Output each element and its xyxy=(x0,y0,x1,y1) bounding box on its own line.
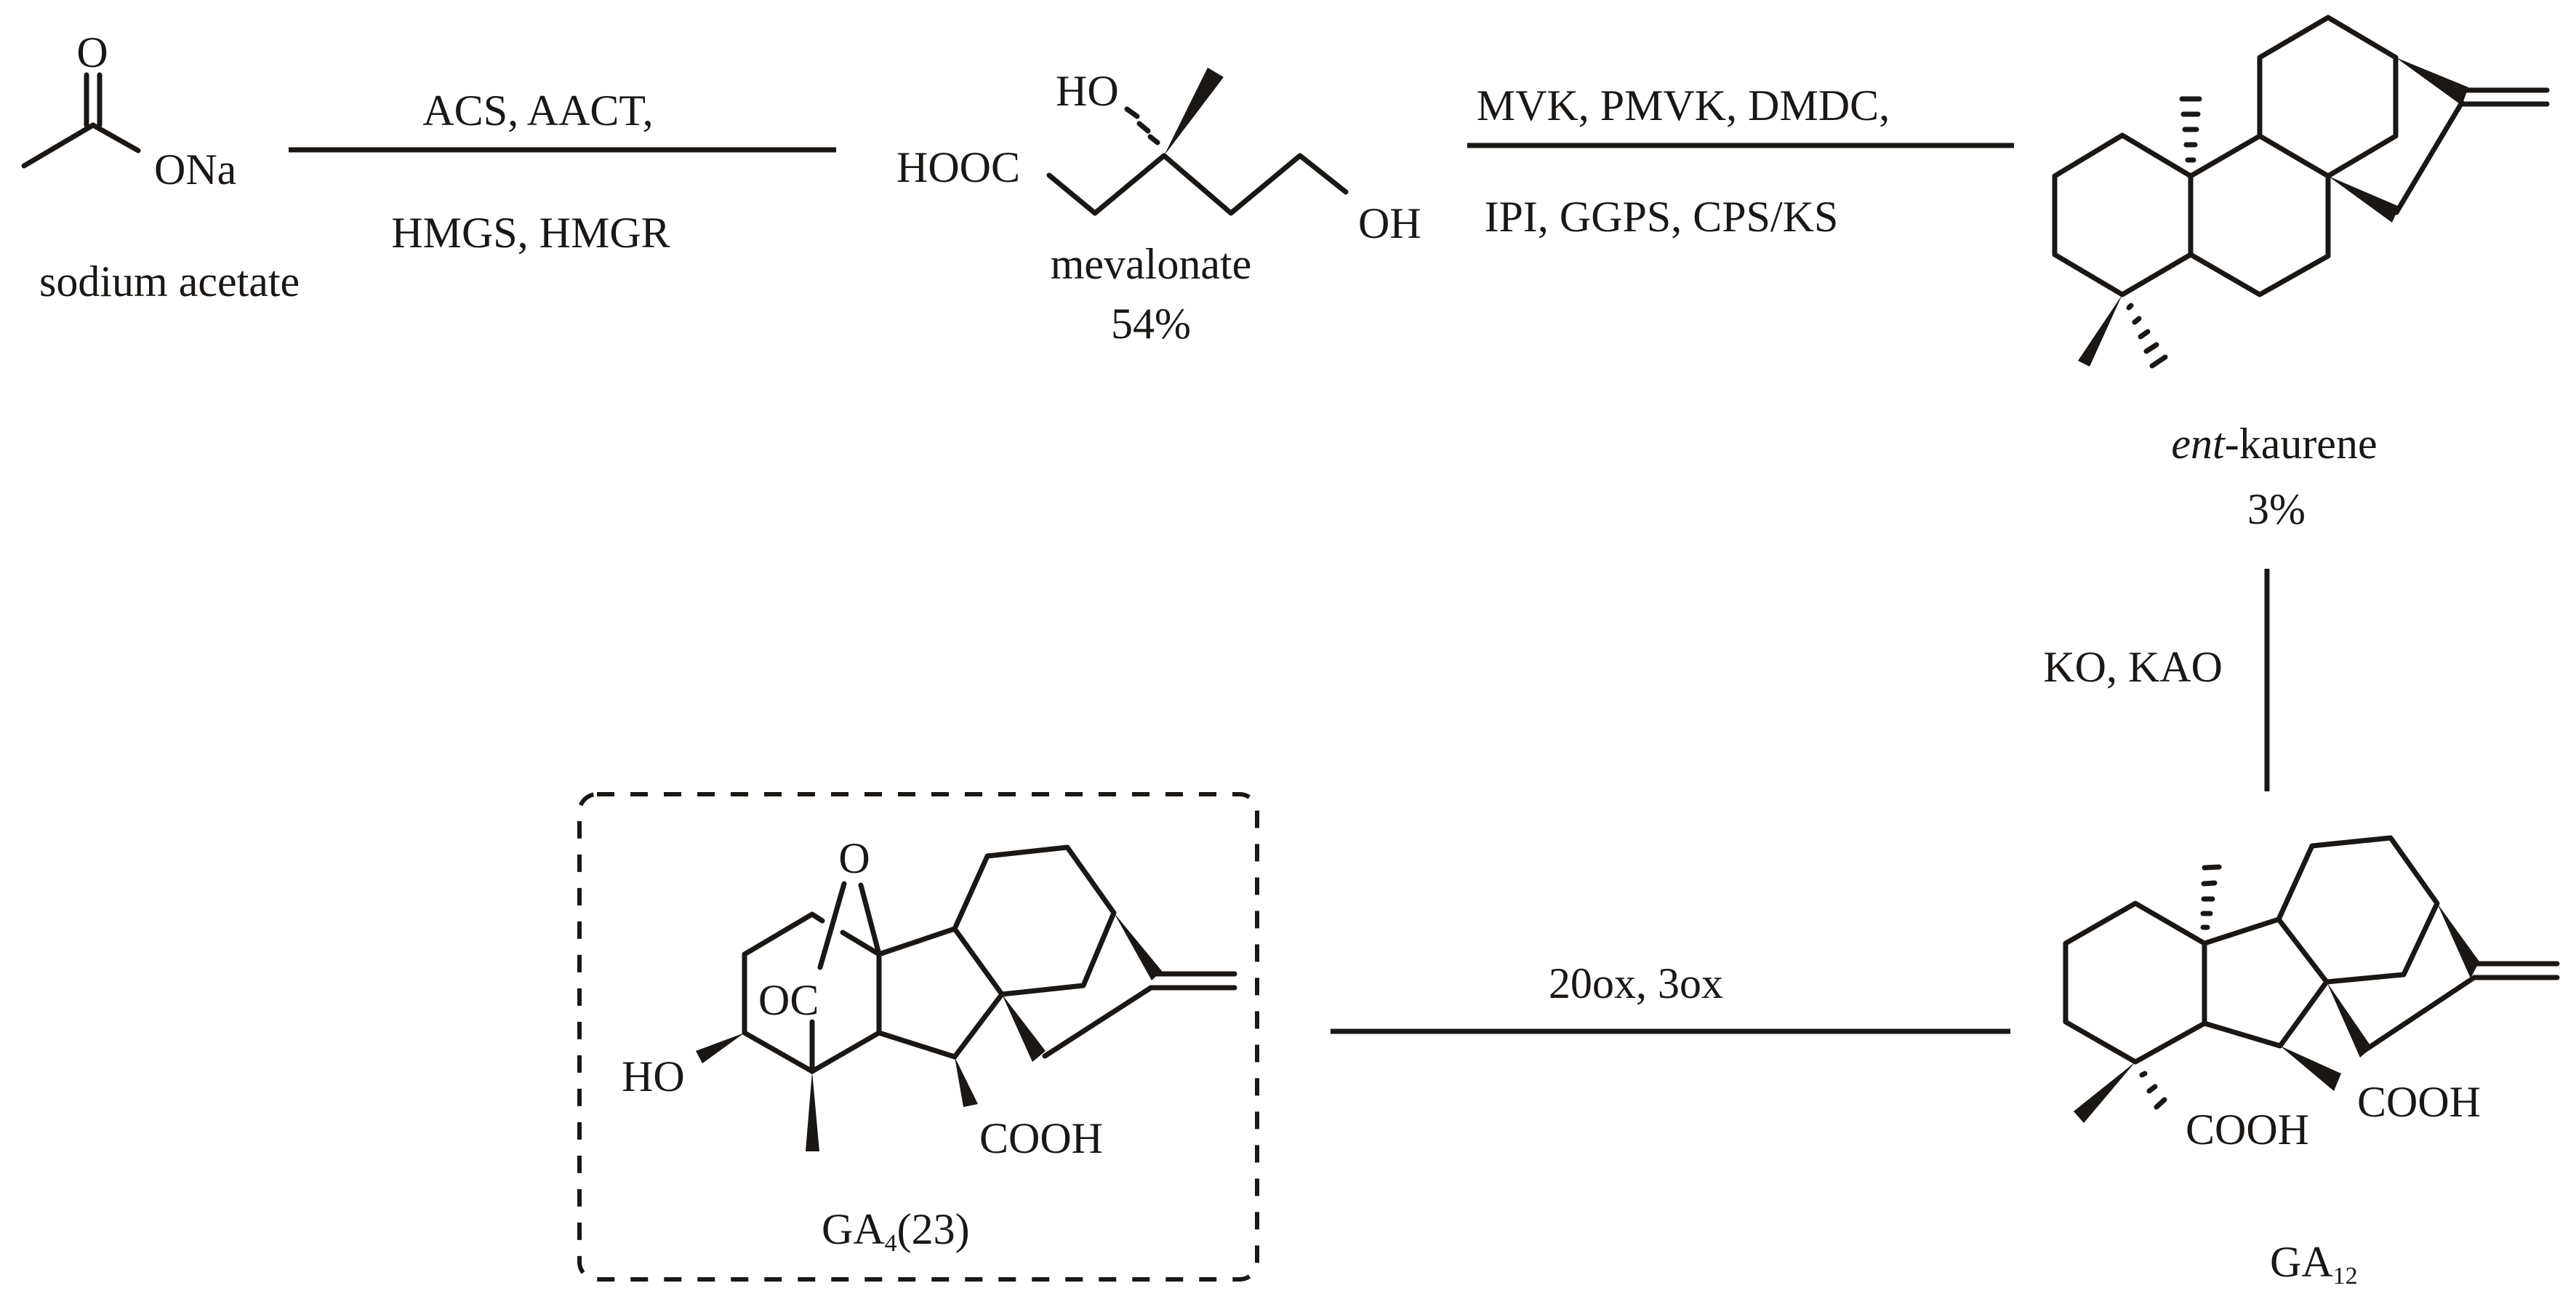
atom-label-o: O xyxy=(76,28,108,76)
hash-bond xyxy=(1124,106,1140,119)
step1-enzymes-line1: ACS, AACT, xyxy=(422,87,653,135)
hash-bond xyxy=(1147,134,1160,145)
atom-label-ho: HO xyxy=(1056,67,1119,115)
bridge-bond xyxy=(2361,975,2477,1054)
carboxyl-hash-c4 xyxy=(2139,1071,2167,1110)
methyl-hash-c4 xyxy=(2126,303,2168,369)
yield-ent-kaurene: 3% xyxy=(2247,485,2306,533)
compound-name-ga4: GA4(23) xyxy=(822,1205,970,1257)
yield-mevalonate: 54% xyxy=(1111,300,1191,348)
wedge-bond xyxy=(1114,913,1162,980)
wedge-bond xyxy=(1002,994,1046,1062)
compound-name-ga12: GA12 xyxy=(2270,1238,2358,1290)
ring-a xyxy=(742,911,882,1074)
name-suffix: (23) xyxy=(897,1205,970,1253)
wedge-bond xyxy=(2396,57,2468,105)
ring-b xyxy=(2202,916,2330,1049)
methyl-hash-c10 xyxy=(2179,96,2202,163)
step4-enzymes: 20ox, 3ox xyxy=(1549,959,1723,1007)
sodium-acetate-structure: O ONa xyxy=(21,28,236,193)
atom-label-ona: ONa xyxy=(154,145,236,193)
ent-kaurene-structure xyxy=(2052,15,2550,369)
atom-label-hooc: HOOC xyxy=(896,143,1020,191)
ga12-structure: COOH COOH xyxy=(2063,835,2560,1154)
mevalonate-structure: HOOC HO OH xyxy=(896,67,1421,247)
bridge-bond xyxy=(1042,985,1154,1059)
name-suffix: -kaurene xyxy=(2225,420,2378,468)
atom-label-cooh: COOH xyxy=(2357,1078,2481,1126)
bridge-bond xyxy=(2394,100,2465,215)
wedge-bond xyxy=(2328,176,2399,223)
compound-name-sodium-acetate: sodium acetate xyxy=(39,257,300,305)
methyl-wedge xyxy=(1164,68,1224,156)
step3-enzymes: KO, KAO xyxy=(2043,643,2223,691)
atom-label-ho: HO xyxy=(622,1052,685,1100)
compound-name-mevalonate: mevalonate xyxy=(1051,240,1252,288)
methyl-wedge-c4 xyxy=(806,1071,819,1151)
ring-a xyxy=(2063,900,2207,1065)
wedge-bond xyxy=(2327,982,2372,1058)
ring-c xyxy=(952,844,1117,997)
atom-label-oh: OH xyxy=(1358,199,1421,247)
name-prefix-italic: ent xyxy=(2171,420,2226,468)
methyl-wedge-c4 xyxy=(2074,1062,2135,1123)
step1-enzymes-line2: HMGS, HMGR xyxy=(391,209,670,257)
step2-enzymes-line2: IPI, GGPS, CPS/KS xyxy=(1485,193,1839,241)
ring-a xyxy=(2052,132,2194,297)
hydroxyl-wedge-c3 xyxy=(696,1033,745,1063)
bond xyxy=(90,122,141,153)
name-main: GA xyxy=(2270,1238,2333,1286)
compound-name-ent-kaurene: ent-kaurene xyxy=(2171,420,2377,468)
wedge-bond xyxy=(2437,903,2479,978)
name-subscript: 4 xyxy=(885,1230,897,1257)
ring-c xyxy=(2276,835,2440,985)
carboxyl-wedge-c6 xyxy=(2280,1046,2341,1091)
name-subscript: 12 xyxy=(2333,1263,2358,1290)
hash-bond xyxy=(1136,121,1151,134)
methyl-hash-c10 xyxy=(2200,864,2222,930)
lactone-bond xyxy=(817,881,847,970)
atom-label-o: O xyxy=(838,834,870,882)
ga4-structure: O OC HO COOH xyxy=(622,834,1237,1162)
name-main: GA xyxy=(822,1205,885,1253)
ring-b xyxy=(876,926,1005,1060)
atom-label-cooh: COOH xyxy=(2186,1106,2309,1154)
atom-label-cooh: COOH xyxy=(979,1114,1103,1162)
ring-c xyxy=(2257,15,2399,179)
carbon-chain xyxy=(1046,153,1349,216)
bond xyxy=(21,122,96,169)
highlight-box-ga4 xyxy=(577,792,1259,1282)
ring-b xyxy=(2188,133,2331,297)
methyl-wedge-c4 xyxy=(2078,295,2122,367)
lactone-bond xyxy=(858,882,882,957)
carboxyl-wedge-c6 xyxy=(955,1057,978,1107)
atom-label-oc: OC xyxy=(758,976,819,1024)
step2-enzymes-line1: MVK, PMVK, DMDC, xyxy=(1477,81,1890,129)
